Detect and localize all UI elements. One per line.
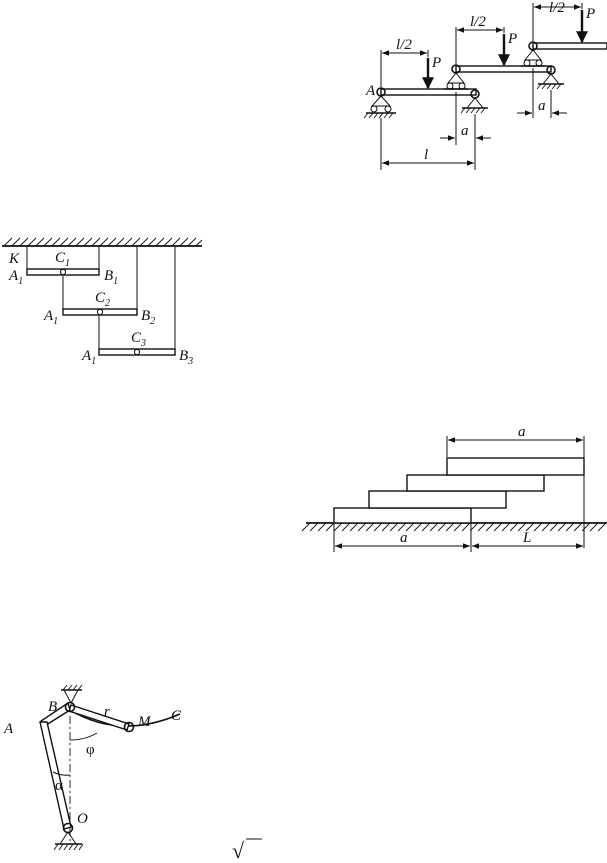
svg-text:B3: B3	[179, 348, 193, 367]
label-half-span-2: l/2	[470, 14, 486, 30]
label-O: O	[77, 811, 88, 827]
label-K: K	[8, 251, 20, 267]
label-A1-row3-sub: 1	[91, 356, 96, 367]
ceiling-hatch	[3, 237, 203, 247]
label-B2-sub: 2	[150, 316, 155, 327]
ground-hatch	[301, 522, 607, 532]
pin-support-2	[536, 65, 564, 90]
label-C2-sub: 2	[105, 298, 110, 309]
label-B3-sub: 3	[187, 356, 193, 367]
label-B: B	[48, 699, 57, 715]
svg-text:C1: C1	[55, 250, 70, 269]
bar-AO	[39, 721, 72, 830]
brick-4	[446, 457, 585, 476]
label-A-beam: A	[365, 83, 376, 99]
label-C2: C	[95, 290, 106, 306]
angle-phi-arc	[69, 732, 98, 741]
brick-1	[333, 507, 472, 524]
roller-support-3	[521, 41, 545, 67]
roller-support-2	[444, 64, 468, 90]
label-A1-row1: A	[8, 268, 19, 284]
svg-text:C3: C3	[131, 330, 146, 349]
label-M: M	[137, 714, 152, 730]
label-C3-sub: 3	[140, 338, 146, 349]
label-half-span-3: l/2	[549, 0, 565, 16]
label-a-offset-1: a	[461, 123, 469, 139]
top-support	[61, 684, 83, 705]
label-B2: B	[141, 308, 150, 324]
label-C1: C	[55, 250, 66, 266]
label-phi: φ	[86, 742, 95, 758]
svg-text:A1: A1	[43, 308, 58, 327]
label-C: C	[171, 708, 182, 724]
bar-BM	[68, 704, 130, 731]
beam-1	[380, 88, 477, 96]
label-B1: B	[104, 268, 113, 284]
label-half-span-1: l/2	[396, 37, 412, 53]
svg-text:A1: A1	[8, 268, 23, 287]
beam-3	[532, 42, 607, 50]
label-C1-sub: 1	[65, 258, 70, 269]
bottom-support	[53, 831, 84, 851]
angle-alpha-arc	[52, 771, 71, 776]
hanging-rods-figure: K A1 C1 B1 A1 C2 B2 A1 C3 B3	[2, 237, 203, 367]
label-A1-row1-sub: 1	[18, 276, 23, 287]
svg-text:A1: A1	[81, 348, 96, 367]
beams-figure: P P P A l/2 l/2 l/2	[363, 0, 607, 170]
label-A1-row3: A	[81, 348, 92, 364]
label-P-3: P	[585, 6, 595, 22]
pendulum-figure: A B r M C φ α O	[3, 684, 182, 851]
label-A-pendulum: A	[3, 721, 14, 737]
sqrt-symbol: √	[232, 838, 245, 863]
svg-text:B2: B2	[141, 308, 155, 327]
label-B3: B	[179, 348, 188, 364]
label-bottom-a: a	[400, 530, 408, 546]
beam-2	[455, 65, 552, 73]
brick-3	[406, 474, 545, 492]
brick-2	[368, 490, 507, 509]
label-overhang-L: L	[522, 530, 531, 546]
pin-support-1	[460, 89, 488, 114]
stacked-bricks-figure: a a L	[301, 424, 607, 552]
label-r: r	[104, 704, 110, 720]
label-C3: C	[131, 330, 142, 346]
label-alpha: α	[55, 778, 63, 794]
label-A1-row2-sub: 1	[53, 316, 58, 327]
label-P-2: P	[507, 31, 517, 47]
svg-text:C2: C2	[95, 290, 110, 309]
label-top-a: a	[518, 424, 526, 440]
label-span-l: l	[424, 147, 428, 163]
svg-text:B1: B1	[104, 268, 118, 287]
roller-support-a	[363, 87, 396, 119]
label-a-offset-2: a	[538, 98, 546, 114]
label-P-1: P	[431, 55, 441, 71]
label-A1-row2: A	[43, 308, 54, 324]
label-B1-sub: 1	[113, 276, 118, 287]
